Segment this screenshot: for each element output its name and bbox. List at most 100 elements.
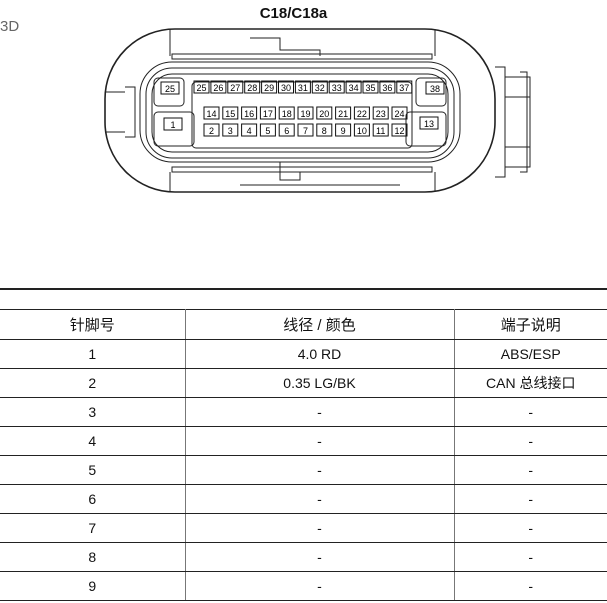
pin-box: 8	[316, 123, 333, 137]
table-top-rule	[0, 288, 607, 290]
table-row: 4--	[0, 426, 607, 456]
wire-cell: -	[185, 397, 455, 427]
pin-cell: 7	[0, 513, 186, 543]
pin-number: 18	[282, 109, 292, 119]
pin-cell: 6	[0, 484, 186, 514]
pin-number: 30	[281, 83, 291, 93]
pin-box: 32	[311, 80, 328, 94]
pin-number: 20	[319, 109, 329, 119]
pin-box: 3	[222, 123, 239, 137]
wire-cell: -	[185, 513, 455, 543]
pin-box: 9	[335, 123, 352, 137]
header-desc: 端子说明	[454, 309, 607, 340]
pin-number: 31	[298, 83, 308, 93]
pin-number: 14	[206, 109, 216, 119]
desc-cell: -	[454, 513, 607, 543]
pin-number: 32	[315, 83, 325, 93]
pin-number: 22	[357, 109, 367, 119]
wire-cell: -	[185, 455, 455, 485]
pin-box: 21	[335, 106, 352, 120]
pin-box: 18	[278, 106, 295, 120]
pin-number: 11	[376, 126, 385, 136]
pin-box: 23	[372, 106, 389, 120]
connector-title-text: C18/C18a	[259, 5, 328, 22]
pin-box: 15	[222, 106, 239, 120]
desc-cell: -	[454, 542, 607, 572]
wire-cell: -	[185, 542, 455, 572]
pin-box: 34	[345, 80, 362, 94]
pin-cell: 9	[0, 571, 186, 601]
table-row: 6--	[0, 484, 607, 514]
pin-number: 17	[263, 109, 273, 119]
pin-box: 7	[297, 123, 314, 137]
pin-box: 22	[353, 106, 370, 120]
pin-box: 33	[328, 80, 345, 94]
pin-cell: 1	[0, 339, 186, 369]
pin-box: 25	[160, 81, 180, 95]
pin-number: 4	[247, 126, 252, 136]
pin-number: 38	[430, 84, 440, 94]
pin-number: 1	[170, 120, 175, 130]
pin-box: 11	[372, 123, 389, 137]
pin-number: 25	[196, 83, 206, 93]
desc-cell: ABS/ESP	[454, 339, 607, 369]
desc-cell: -	[454, 397, 607, 427]
pin-box: 27	[227, 80, 244, 94]
pin-box: 35	[362, 80, 379, 94]
wire-cell: -	[185, 426, 455, 456]
pin-number: 25	[165, 84, 175, 94]
pin-box: 5	[259, 123, 276, 137]
table-row: 7--	[0, 513, 607, 543]
desc-cell: -	[454, 484, 607, 514]
pin-number: 37	[399, 83, 409, 93]
pin-cell: 2	[0, 368, 186, 398]
pin-box: 37	[396, 80, 413, 94]
pin-number: 27	[230, 83, 240, 93]
wire-cell: 4.0 RD	[185, 339, 455, 369]
desc-cell: -	[454, 571, 607, 601]
pin-number: 28	[247, 83, 257, 93]
pin-number: 12	[394, 126, 404, 136]
pin-box: 12	[391, 123, 408, 137]
pin-number: 6	[284, 126, 289, 136]
pin-number: 7	[303, 126, 308, 136]
header-wire: 线径 / 颜色	[185, 309, 455, 340]
table-header-row: 针脚号 线径 / 颜色 端子说明	[0, 309, 607, 340]
wire-cell: -	[185, 571, 455, 601]
connector-diagram	[104, 28, 531, 193]
pin-number: 21	[338, 109, 348, 119]
pin-box: 29	[261, 80, 278, 94]
pin-number: 15	[225, 109, 235, 119]
pin-box: 30	[278, 80, 294, 94]
pin-box: 1	[163, 117, 183, 131]
pin-number: 29	[264, 83, 274, 93]
pin-box: 38	[425, 81, 445, 95]
pin-number: 19	[300, 109, 310, 119]
pin-box: 16	[241, 106, 258, 120]
pin-box: 10	[353, 123, 370, 137]
pin-number: 33	[332, 83, 342, 93]
pin-box: 36	[379, 80, 396, 94]
pin-number: 13	[424, 119, 434, 129]
pin-box: 13	[419, 116, 439, 130]
pin-number: 2	[209, 126, 214, 136]
pin-box: 17	[259, 106, 276, 120]
table-row: 3--	[0, 397, 607, 427]
corner-label: 3D	[0, 18, 20, 35]
pin-number: 23	[376, 109, 386, 119]
pin-box: 31	[294, 80, 311, 94]
pin-number: 26	[213, 83, 223, 93]
pin-box: 6	[278, 123, 295, 137]
wire-cell: -	[185, 484, 455, 514]
pin-box: 25	[193, 80, 210, 94]
table-row: 9--	[0, 571, 607, 601]
pin-cell: 4	[0, 426, 186, 456]
pin-cell: 5	[0, 455, 186, 485]
desc-cell: -	[454, 426, 607, 456]
table-row: 5--	[0, 455, 607, 485]
pin-number: 10	[357, 126, 367, 136]
pin-box: 26	[210, 80, 227, 94]
